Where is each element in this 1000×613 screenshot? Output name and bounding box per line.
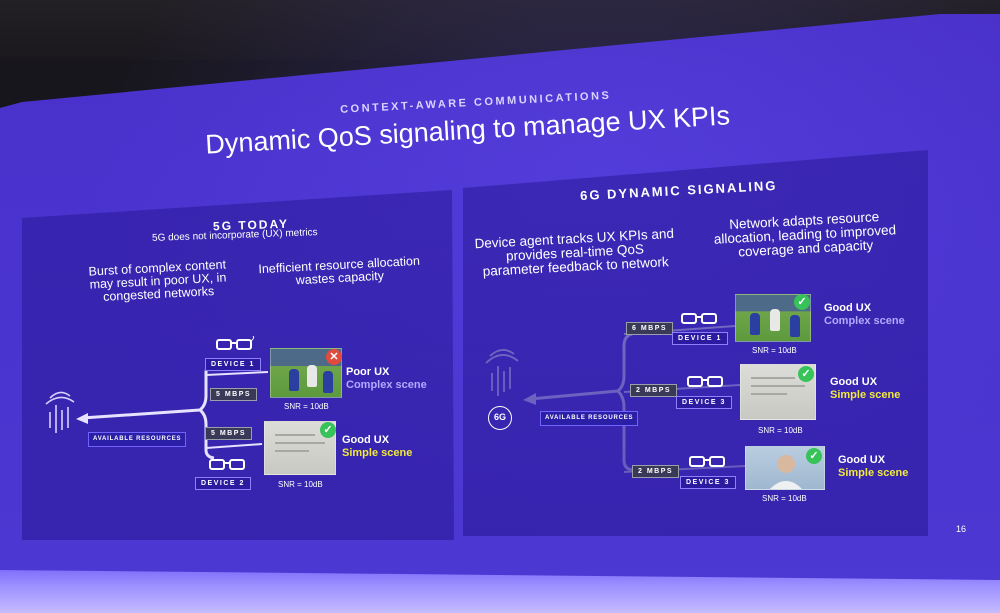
device-2-left-ux: Good UX Simple scene (342, 434, 413, 459)
available-resources-left: AVAILABLE RESOURCES (88, 432, 187, 447)
device-3-right-ux: Good UX Simple scene (838, 454, 909, 479)
device-1-left-rate: 5 MBPS (210, 388, 258, 401)
device-2-right-label: DEVICE 3 (676, 396, 732, 409)
glasses-icon (687, 376, 723, 387)
glasses-icon (216, 336, 255, 350)
device-2-right-snr: SNR = 10dB (758, 426, 803, 435)
glasses-icon (689, 456, 725, 467)
6g-badge: 6G (488, 406, 512, 430)
device-3-right-label: DEVICE 3 (680, 476, 736, 489)
device-1-right-label: DEVICE 1 (672, 332, 728, 345)
device-3-right-snr: SNR = 10dB (762, 494, 807, 503)
complex-scene-photo (735, 294, 811, 342)
device-1-right-snr: SNR = 10dB (752, 346, 797, 355)
device-1-left-label: DEVICE 1 (205, 358, 261, 371)
device-1-left-ux: Poor UX Complex scene (346, 366, 427, 391)
poor-ux-status-icon: ✕ (326, 349, 342, 365)
device-2-left-snr: SNR = 10dB (278, 480, 323, 489)
device-2-right-rate: 2 MBPS (630, 384, 678, 397)
available-resources-right: AVAILABLE RESOURCES (540, 411, 639, 426)
device-2-right-ux: Good UX Simple scene (830, 376, 901, 401)
person-icon (770, 455, 802, 489)
device-2-left-rate: 5 MBPS (205, 427, 253, 440)
device-1-right-rate: 6 MBPS (626, 322, 674, 335)
device-3-right-rate: 2 MBPS (632, 465, 680, 478)
glasses-icon (209, 459, 245, 470)
left-antenna-lines (45, 391, 75, 433)
good-ux-status-icon: ✓ (794, 294, 810, 310)
glasses-icon (681, 313, 717, 324)
page-number: 16 (956, 524, 967, 534)
good-ux-status-icon: ✓ (320, 422, 336, 438)
device-1-left-snr: SNR = 10dB (284, 402, 329, 411)
good-ux-status-icon: ✓ (806, 448, 822, 464)
device-1-right-ux: Good UX Complex scene (824, 302, 905, 327)
device-2-left-label: DEVICE 2 (195, 477, 251, 490)
good-ux-status-icon: ✓ (798, 366, 814, 382)
